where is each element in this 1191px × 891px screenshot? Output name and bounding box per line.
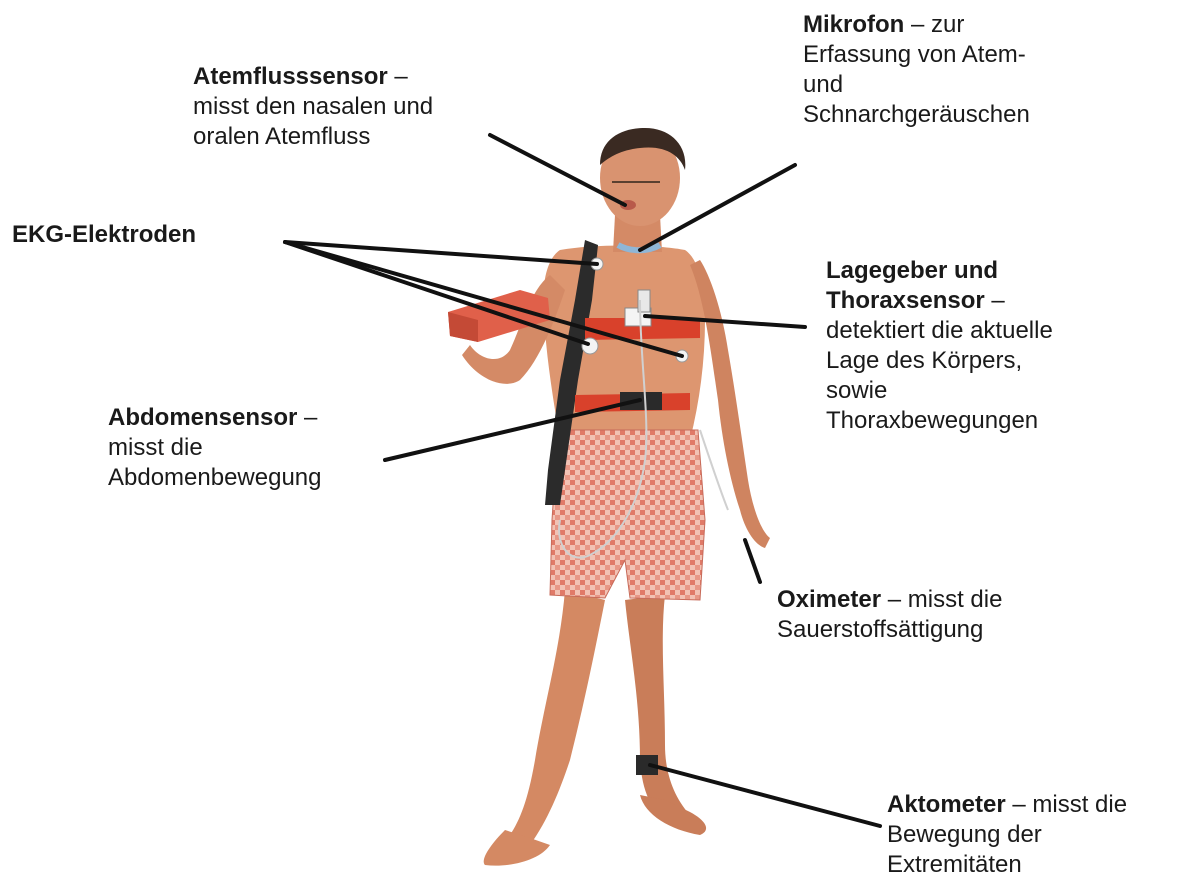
lagegeber-line-1: detektiert die aktuelle [826, 316, 1053, 346]
lagegeber-line-2: Lage des Körpers, [826, 346, 1053, 376]
atemfluss-line-2: oralen Atemfluss [193, 122, 433, 152]
leader-ekg-2 [285, 242, 588, 344]
lagegeber-line-4: Thoraxbewegungen [826, 406, 1053, 436]
atemfluss-title: Atemflusssensor [193, 63, 388, 90]
label-lagegeber: Lagegeber und Thoraxsensor – detektiert … [826, 256, 1053, 436]
aktometer-line-1: Bewegung der [887, 820, 1127, 850]
mikrofon-line-2: und [803, 70, 1030, 100]
lagegeber-line-3: sowie [826, 376, 1053, 406]
abdomen-line-1: misst die [108, 433, 322, 463]
leader-abdomen [385, 400, 640, 460]
mikrofon-rest: – zur [904, 11, 964, 38]
aktometer-rest: – misst die [1006, 791, 1127, 818]
label-oximeter: Oximeter – misst die Sauerstoffsättigung [777, 585, 1002, 645]
leader-oximeter [745, 540, 760, 582]
label-aktometer: Aktometer – misst die Bewegung der Extre… [887, 790, 1127, 880]
label-abdomensensor: Abdomensensor – misst die Abdomenbewegun… [108, 403, 322, 493]
leader-mikrofon [640, 165, 795, 250]
mikrofon-title: Mikrofon [803, 11, 904, 38]
abdomen-title: Abdomensensor [108, 404, 297, 431]
leader-ekg-3 [285, 242, 682, 356]
leader-atemfluss [490, 135, 625, 205]
leader-aktometer [650, 765, 880, 826]
ekg-title: EKG-Elektroden [12, 221, 196, 248]
oximeter-line-1: Sauerstoffsättigung [777, 615, 1002, 645]
atemfluss-line-1: misst den nasalen und [193, 92, 433, 122]
lagegeber-title-2: Thoraxsensor [826, 287, 985, 314]
oximeter-rest: – misst die [881, 586, 1002, 613]
label-mikrofon: Mikrofon – zur Erfassung von Atem- und S… [803, 10, 1030, 130]
lagegeber-title-1: Lagegeber und [826, 257, 998, 284]
lagegeber-dash: – [985, 287, 1005, 314]
abdomen-dash: – [297, 404, 317, 431]
atemfluss-dash: – [388, 63, 408, 90]
label-ekg-elektroden: EKG-Elektroden [12, 220, 196, 250]
aktometer-line-2: Extremitäten [887, 850, 1127, 880]
aktometer-title: Aktometer [887, 791, 1006, 818]
leader-lagegeber [645, 316, 805, 327]
leader-ekg-1 [285, 242, 597, 264]
label-atemflusssensor: Atemflusssensor – misst den nasalen und … [193, 62, 433, 152]
oximeter-title: Oximeter [777, 586, 881, 613]
mikrofon-line-3: Schnarchgeräuschen [803, 100, 1030, 130]
abdomen-line-2: Abdomenbewegung [108, 463, 322, 493]
mikrofon-line-1: Erfassung von Atem- [803, 40, 1030, 70]
